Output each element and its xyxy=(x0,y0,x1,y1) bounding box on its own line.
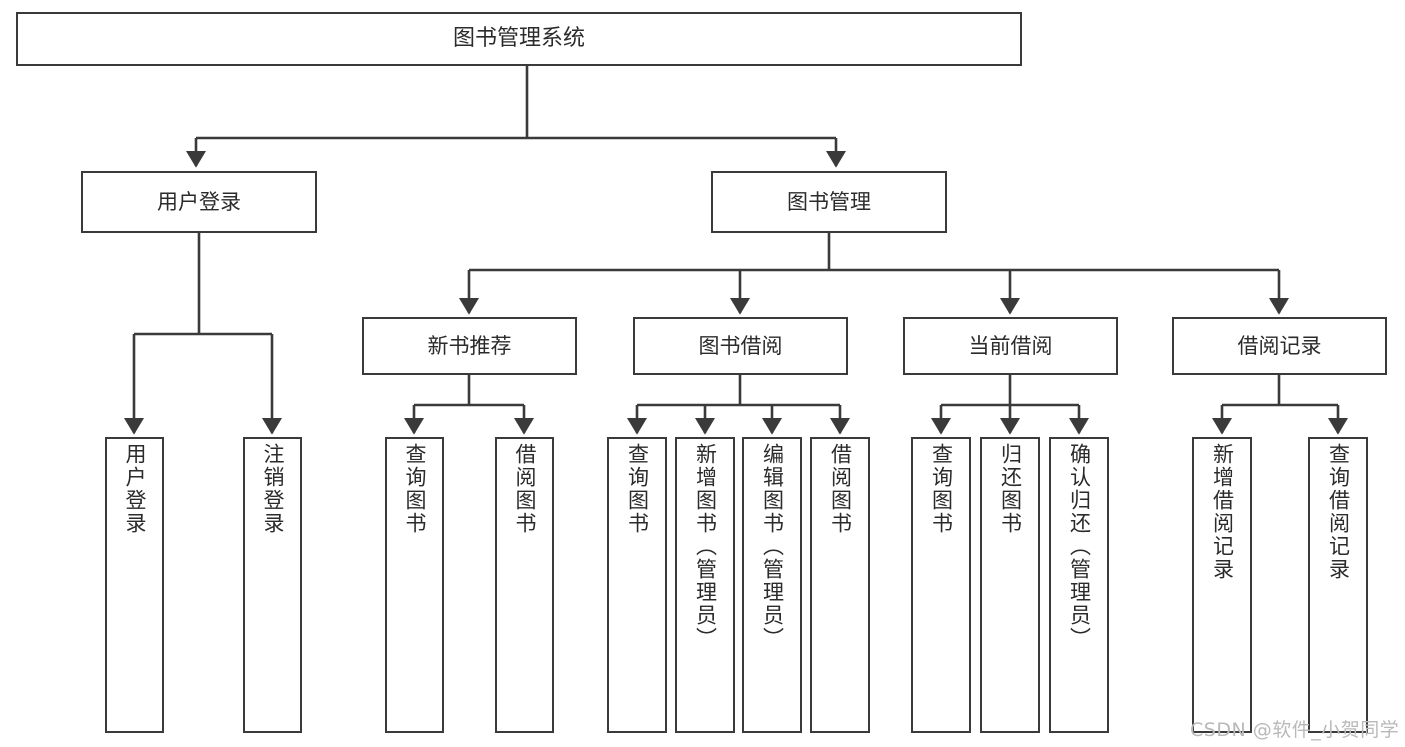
node-label: 用户登录 xyxy=(157,189,241,214)
node-root-book-management-system[interactable]: 图书管理系统 xyxy=(16,12,1022,66)
leaf-user-login[interactable]: 用户登录 xyxy=(105,437,164,733)
node-label: 新书推荐 xyxy=(427,333,512,358)
node-user-login[interactable]: 用户登录 xyxy=(81,171,317,233)
node-borrow-record[interactable]: 借阅记录 xyxy=(1172,317,1387,375)
node-label: 图书管理系统 xyxy=(452,26,585,52)
node-label: 新增借阅记录 xyxy=(1210,443,1235,581)
leaf-borrow-book-recommend[interactable]: 借阅图书 xyxy=(495,437,554,733)
node-new-book-recommend[interactable]: 新书推荐 xyxy=(362,317,577,375)
node-label: 借阅图书 xyxy=(828,443,853,535)
node-label: 新增图书（管理员） xyxy=(693,443,718,650)
node-label: 借阅图书 xyxy=(513,443,537,535)
leaf-query-borrow-record[interactable]: 查询借阅记录 xyxy=(1308,437,1368,733)
leaf-query-book-current[interactable]: 查询图书 xyxy=(911,437,971,733)
node-book-borrow[interactable]: 图书借阅 xyxy=(633,317,848,375)
node-label: 归还图书 xyxy=(998,443,1023,535)
node-label: 当前借阅 xyxy=(968,333,1053,358)
node-label: 确认归还（管理员） xyxy=(1067,443,1092,650)
node-label: 查询图书 xyxy=(403,443,427,535)
node-label: 图书借阅 xyxy=(698,333,783,358)
node-label: 用户登录 xyxy=(123,443,147,535)
node-label: 图书管理 xyxy=(787,189,871,214)
node-label: 借阅记录 xyxy=(1237,333,1322,358)
leaf-query-book-borrow[interactable]: 查询图书 xyxy=(607,437,667,733)
leaf-borrow-book[interactable]: 借阅图书 xyxy=(810,437,870,733)
leaf-query-book-recommend[interactable]: 查询图书 xyxy=(385,437,444,733)
leaf-logout[interactable]: 注销登录 xyxy=(243,437,302,733)
node-label: 查询借阅记录 xyxy=(1326,443,1351,581)
node-label: 查询图书 xyxy=(625,443,650,535)
node-book-management[interactable]: 图书管理 xyxy=(711,171,947,233)
leaf-edit-book-admin[interactable]: 编辑图书（管理员） xyxy=(742,437,802,733)
leaf-add-book-admin[interactable]: 新增图书（管理员） xyxy=(675,437,735,733)
node-label: 注销登录 xyxy=(261,443,285,535)
leaf-return-book[interactable]: 归还图书 xyxy=(980,437,1040,733)
node-label: 编辑图书（管理员） xyxy=(760,443,785,650)
leaf-add-borrow-record[interactable]: 新增借阅记录 xyxy=(1192,437,1252,733)
node-label: 查询图书 xyxy=(929,443,954,535)
leaf-confirm-return-admin[interactable]: 确认归还（管理员） xyxy=(1049,437,1109,733)
watermark-csdn: CSDN @软件_小贺同学 xyxy=(1190,719,1400,741)
node-current-borrow[interactable]: 当前借阅 xyxy=(903,317,1118,375)
